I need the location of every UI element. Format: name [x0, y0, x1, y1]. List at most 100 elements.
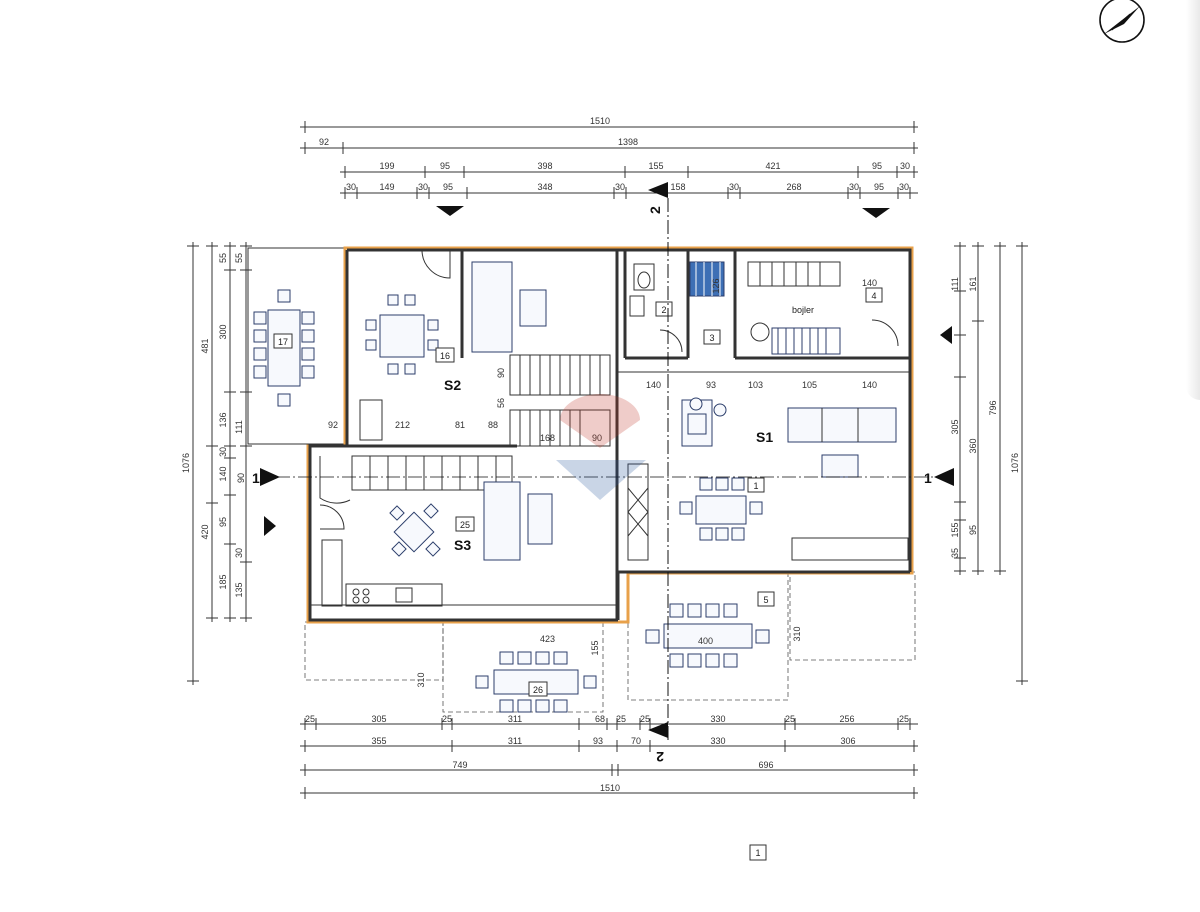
- dim: 696: [758, 760, 773, 770]
- dim: 330: [710, 714, 725, 724]
- dim: 90: [592, 433, 602, 443]
- entrance-marker-icon: [940, 326, 952, 344]
- dim: 103: [748, 380, 763, 390]
- dim: 158: [670, 182, 685, 192]
- watermark-logo: [556, 394, 646, 500]
- dim: 30: [900, 161, 910, 171]
- terrace-table-5: [645, 603, 770, 668]
- dim-total-width-bottom: 1510: [600, 783, 620, 793]
- dim: 105: [802, 380, 817, 390]
- dim: 95: [440, 161, 450, 171]
- section-arrow-icon: [260, 468, 280, 486]
- dim: 185: [218, 574, 228, 589]
- room-tag: 26: [533, 685, 543, 695]
- room-label-s1: S1: [756, 429, 773, 445]
- dim: 95: [968, 525, 978, 535]
- section-arrow-icon: [648, 722, 668, 738]
- sofa-s3: [483, 481, 521, 561]
- section-arrow-icon: [648, 182, 668, 198]
- dim: 398: [537, 161, 552, 171]
- dim: 56: [496, 398, 506, 408]
- stairs: [509, 354, 611, 447]
- dim: 25: [442, 714, 452, 724]
- page-number-box: [749, 844, 767, 861]
- room-s1: S1: [627, 397, 909, 561]
- round-table-25: [389, 503, 441, 557]
- dim-total-depth: 1076: [181, 453, 191, 473]
- dim: 140: [218, 466, 228, 481]
- dim: 25: [899, 714, 909, 724]
- room-tag: 1: [753, 481, 758, 491]
- room-tags: 1 2 3 4 5 16 17 25 26: [273, 287, 883, 697]
- dim: 168: [540, 433, 555, 443]
- section-label: 1: [252, 470, 260, 486]
- dim: 30: [729, 182, 739, 192]
- spiral-stairs: [319, 455, 513, 504]
- dim: 25: [640, 714, 650, 724]
- dim: 155: [590, 640, 600, 655]
- coffee-table-s3: [527, 493, 553, 545]
- dim: 140: [862, 380, 877, 390]
- dim: 1398: [618, 137, 638, 147]
- dim: 140: [646, 380, 661, 390]
- dim: 93: [593, 736, 603, 746]
- dim: 199: [379, 161, 394, 171]
- walls: [308, 248, 912, 622]
- dim: 70: [631, 736, 641, 746]
- room-tag: 25: [460, 520, 470, 530]
- room-tag: 3: [709, 333, 714, 343]
- dim: 93: [706, 380, 716, 390]
- room-tag: 17: [278, 337, 288, 347]
- dining-table-s1: [679, 477, 763, 541]
- dim: 25: [785, 714, 795, 724]
- boiler-label: bojler: [792, 305, 814, 315]
- dim: 126: [711, 278, 721, 293]
- room-label-s2: S2: [444, 377, 461, 393]
- dim: 311: [508, 714, 522, 724]
- dim: 30: [418, 182, 428, 192]
- dim: 95: [872, 161, 882, 171]
- dim: 421: [765, 161, 780, 171]
- dim: 749: [452, 760, 467, 770]
- dim-total-depth-right: 1076: [1010, 453, 1020, 473]
- sofa: [471, 261, 513, 353]
- dim-total-width: 1510: [590, 116, 610, 126]
- dim: 300: [218, 324, 228, 339]
- bottom-dimensions: 25 305 25 311 68 25 25 330 25 256 25 355…: [300, 714, 918, 799]
- dim: 30: [218, 447, 228, 457]
- stairwell-blue: [689, 261, 725, 297]
- section-label: 1: [924, 470, 932, 486]
- dim: 268: [786, 182, 801, 192]
- dim: 25: [616, 714, 626, 724]
- dim: 330: [710, 736, 725, 746]
- dim: 95: [443, 182, 453, 192]
- entrance-marker-icon: [264, 516, 276, 536]
- dim: 310: [792, 626, 802, 641]
- top-dimensions: 1510 92 1398 199 95 398 155 421 95 30 30…: [300, 116, 918, 199]
- room-tag: 4: [871, 291, 876, 301]
- dim: 423: [540, 634, 555, 644]
- dim: 481: [200, 338, 210, 353]
- dining-table-16: [365, 294, 439, 375]
- room-tag: 5: [763, 595, 768, 605]
- coffee-table-s1: [821, 454, 859, 478]
- left-dimensions: 1076 481 140 420 55 300 136 30 90 95 185…: [181, 242, 252, 685]
- kitchen-counter: [627, 463, 649, 561]
- dim: 149: [379, 182, 394, 192]
- bathroom: [629, 263, 683, 353]
- dim: 30: [615, 182, 625, 192]
- dim: 30: [346, 182, 356, 192]
- sofa-s1: [787, 407, 897, 443]
- section-markers: 1 1 2 2: [252, 182, 954, 765]
- dim: 796: [988, 400, 998, 415]
- right-dimensions: 1076 796 111 161 305 360 155 95 35: [950, 242, 1028, 685]
- room-s3: S3: [319, 455, 553, 607]
- room-s2: S2: [359, 249, 611, 447]
- dim: 81: [455, 420, 465, 430]
- dim: 420: [200, 524, 210, 539]
- dim: 306: [840, 736, 855, 746]
- entrance-marker-icon: [436, 206, 464, 216]
- dim: 111: [950, 277, 960, 291]
- north-arrow-icon: [1099, 0, 1145, 43]
